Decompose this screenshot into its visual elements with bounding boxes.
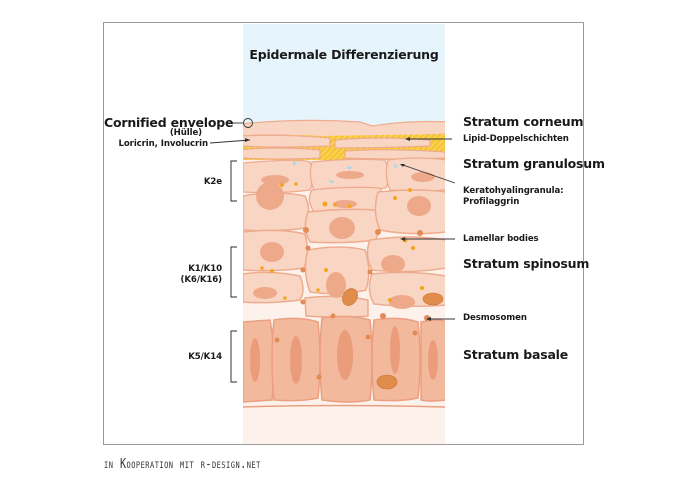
label-k5-k14: K5/K14	[188, 352, 222, 362]
stratum-granulosum-cells	[243, 157, 445, 215]
label-stratum-basale: Stratum basale	[463, 347, 569, 362]
basale-nuclei	[250, 326, 438, 384]
desmosomes	[274, 227, 430, 380]
basement-membrane	[243, 404, 445, 408]
label-k6-k16: (K6/K16)	[180, 275, 223, 285]
lamellar-bodies	[260, 182, 424, 302]
label-stratum-corneum: Stratum corneum	[463, 114, 584, 129]
label-k1-k10: K1/K10	[188, 264, 222, 274]
label-cornified-envelope: Cornified envelope	[104, 115, 234, 130]
stratum-corneum-layers	[243, 119, 445, 160]
basale-melanosome	[376, 374, 398, 390]
label-huelle: (Hülle)	[169, 128, 202, 138]
label-stratum-granulosum: Stratum granulosum	[463, 156, 605, 171]
melanosomes	[342, 288, 444, 306]
label-stratum-spinosum: Stratum spinosum	[463, 256, 590, 271]
label-profilaggrin: Profilaggrin	[463, 197, 520, 207]
leader-lines	[209, 118, 456, 320]
label-loricrin: Loricrin, Involucrin	[118, 139, 209, 149]
diagram-title: Epidermale Differenzierung	[249, 47, 439, 62]
label-k2e: K2e	[203, 177, 222, 187]
sky-background	[243, 24, 445, 129]
keratohyalin-granules	[293, 160, 398, 184]
label-lamellar-bodies: Lamellar bodies	[463, 234, 539, 244]
keratin-brackets	[230, 160, 237, 383]
credit-text: in Kooperation mit r-design.net	[104, 457, 261, 472]
arrowheads	[245, 137, 431, 321]
label-keratohyalin: Keratohyalingranula:	[463, 186, 564, 196]
spinosum-nuclei	[253, 182, 431, 309]
label-desmosomen: Desmosomen	[463, 313, 527, 323]
label-lipid-doppelschichten: Lipid-Doppelschichten	[463, 134, 569, 144]
